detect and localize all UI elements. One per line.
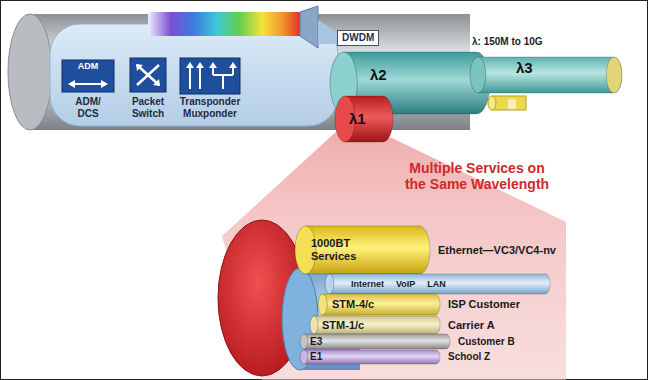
strand-text: STM-1/c: [322, 319, 364, 332]
strand-text: VoIP: [396, 279, 415, 289]
customer-label: ISP Customer: [448, 298, 520, 311]
equipment-label: Packet Switch: [122, 96, 174, 119]
equipment-label: ADM/ DCS: [66, 96, 110, 119]
customer-label: Ethernet—VC3/VC4-nv: [438, 244, 556, 257]
service-strand: E1School Z: [300, 350, 440, 364]
service-strand: 1000BT ServicesEthernet—VC3/VC4-nv: [295, 226, 430, 274]
strand-text: λ3: [516, 59, 533, 76]
strand-text-row: λ1: [349, 110, 366, 127]
dwdm-box: DWDM: [337, 30, 379, 46]
service-strand: STM-4/cISP Customer: [318, 294, 440, 315]
service-strand: Internet VoIP LAN: [325, 274, 550, 294]
strand-text: λ1: [349, 110, 366, 127]
strand-text: LAN: [427, 279, 446, 289]
strand-text-row: STM-4/c: [332, 298, 374, 311]
wavelength-cylinder: λ3: [470, 57, 622, 93]
strand-text-row: STM-1/c: [322, 319, 364, 332]
rate-label: λ: 150M to 10G: [472, 36, 543, 48]
customer-label: School Z: [448, 351, 490, 363]
strand-text: E1: [310, 351, 322, 363]
customer-label: Customer B: [458, 336, 515, 348]
equipment-label: Transponder Muxponder: [172, 96, 248, 119]
callout-heading: Multiple Services on the Same Wavelength: [398, 160, 556, 192]
strand-text: Internet: [351, 279, 384, 289]
strand-text-row: λ2: [370, 66, 387, 83]
strand-text-row: Internet VoIP LAN: [351, 279, 446, 289]
cylinder-shape: [300, 334, 450, 349]
service-strand: STM-1/cCarrier A: [310, 316, 440, 334]
icon-label: ADM: [62, 61, 114, 71]
strand-text: 1000BT Services: [311, 237, 381, 262]
service-strand: E3Customer B: [300, 334, 450, 349]
strand-text-row: 1000BT Services: [311, 237, 381, 262]
customer-label: Carrier A: [448, 319, 495, 332]
wavelength-cylinder: λ1: [335, 96, 393, 142]
strand-text: E3: [310, 336, 322, 348]
strand-text: λ2: [370, 66, 387, 83]
strand-text-row: E1: [310, 351, 322, 363]
cylinder-shape: [470, 57, 622, 93]
strand-text: STM-4/c: [332, 298, 374, 311]
box-text: DWDM: [342, 32, 374, 44]
strand-text-row: E3: [310, 336, 322, 348]
strand-text-row: λ3: [516, 59, 533, 76]
